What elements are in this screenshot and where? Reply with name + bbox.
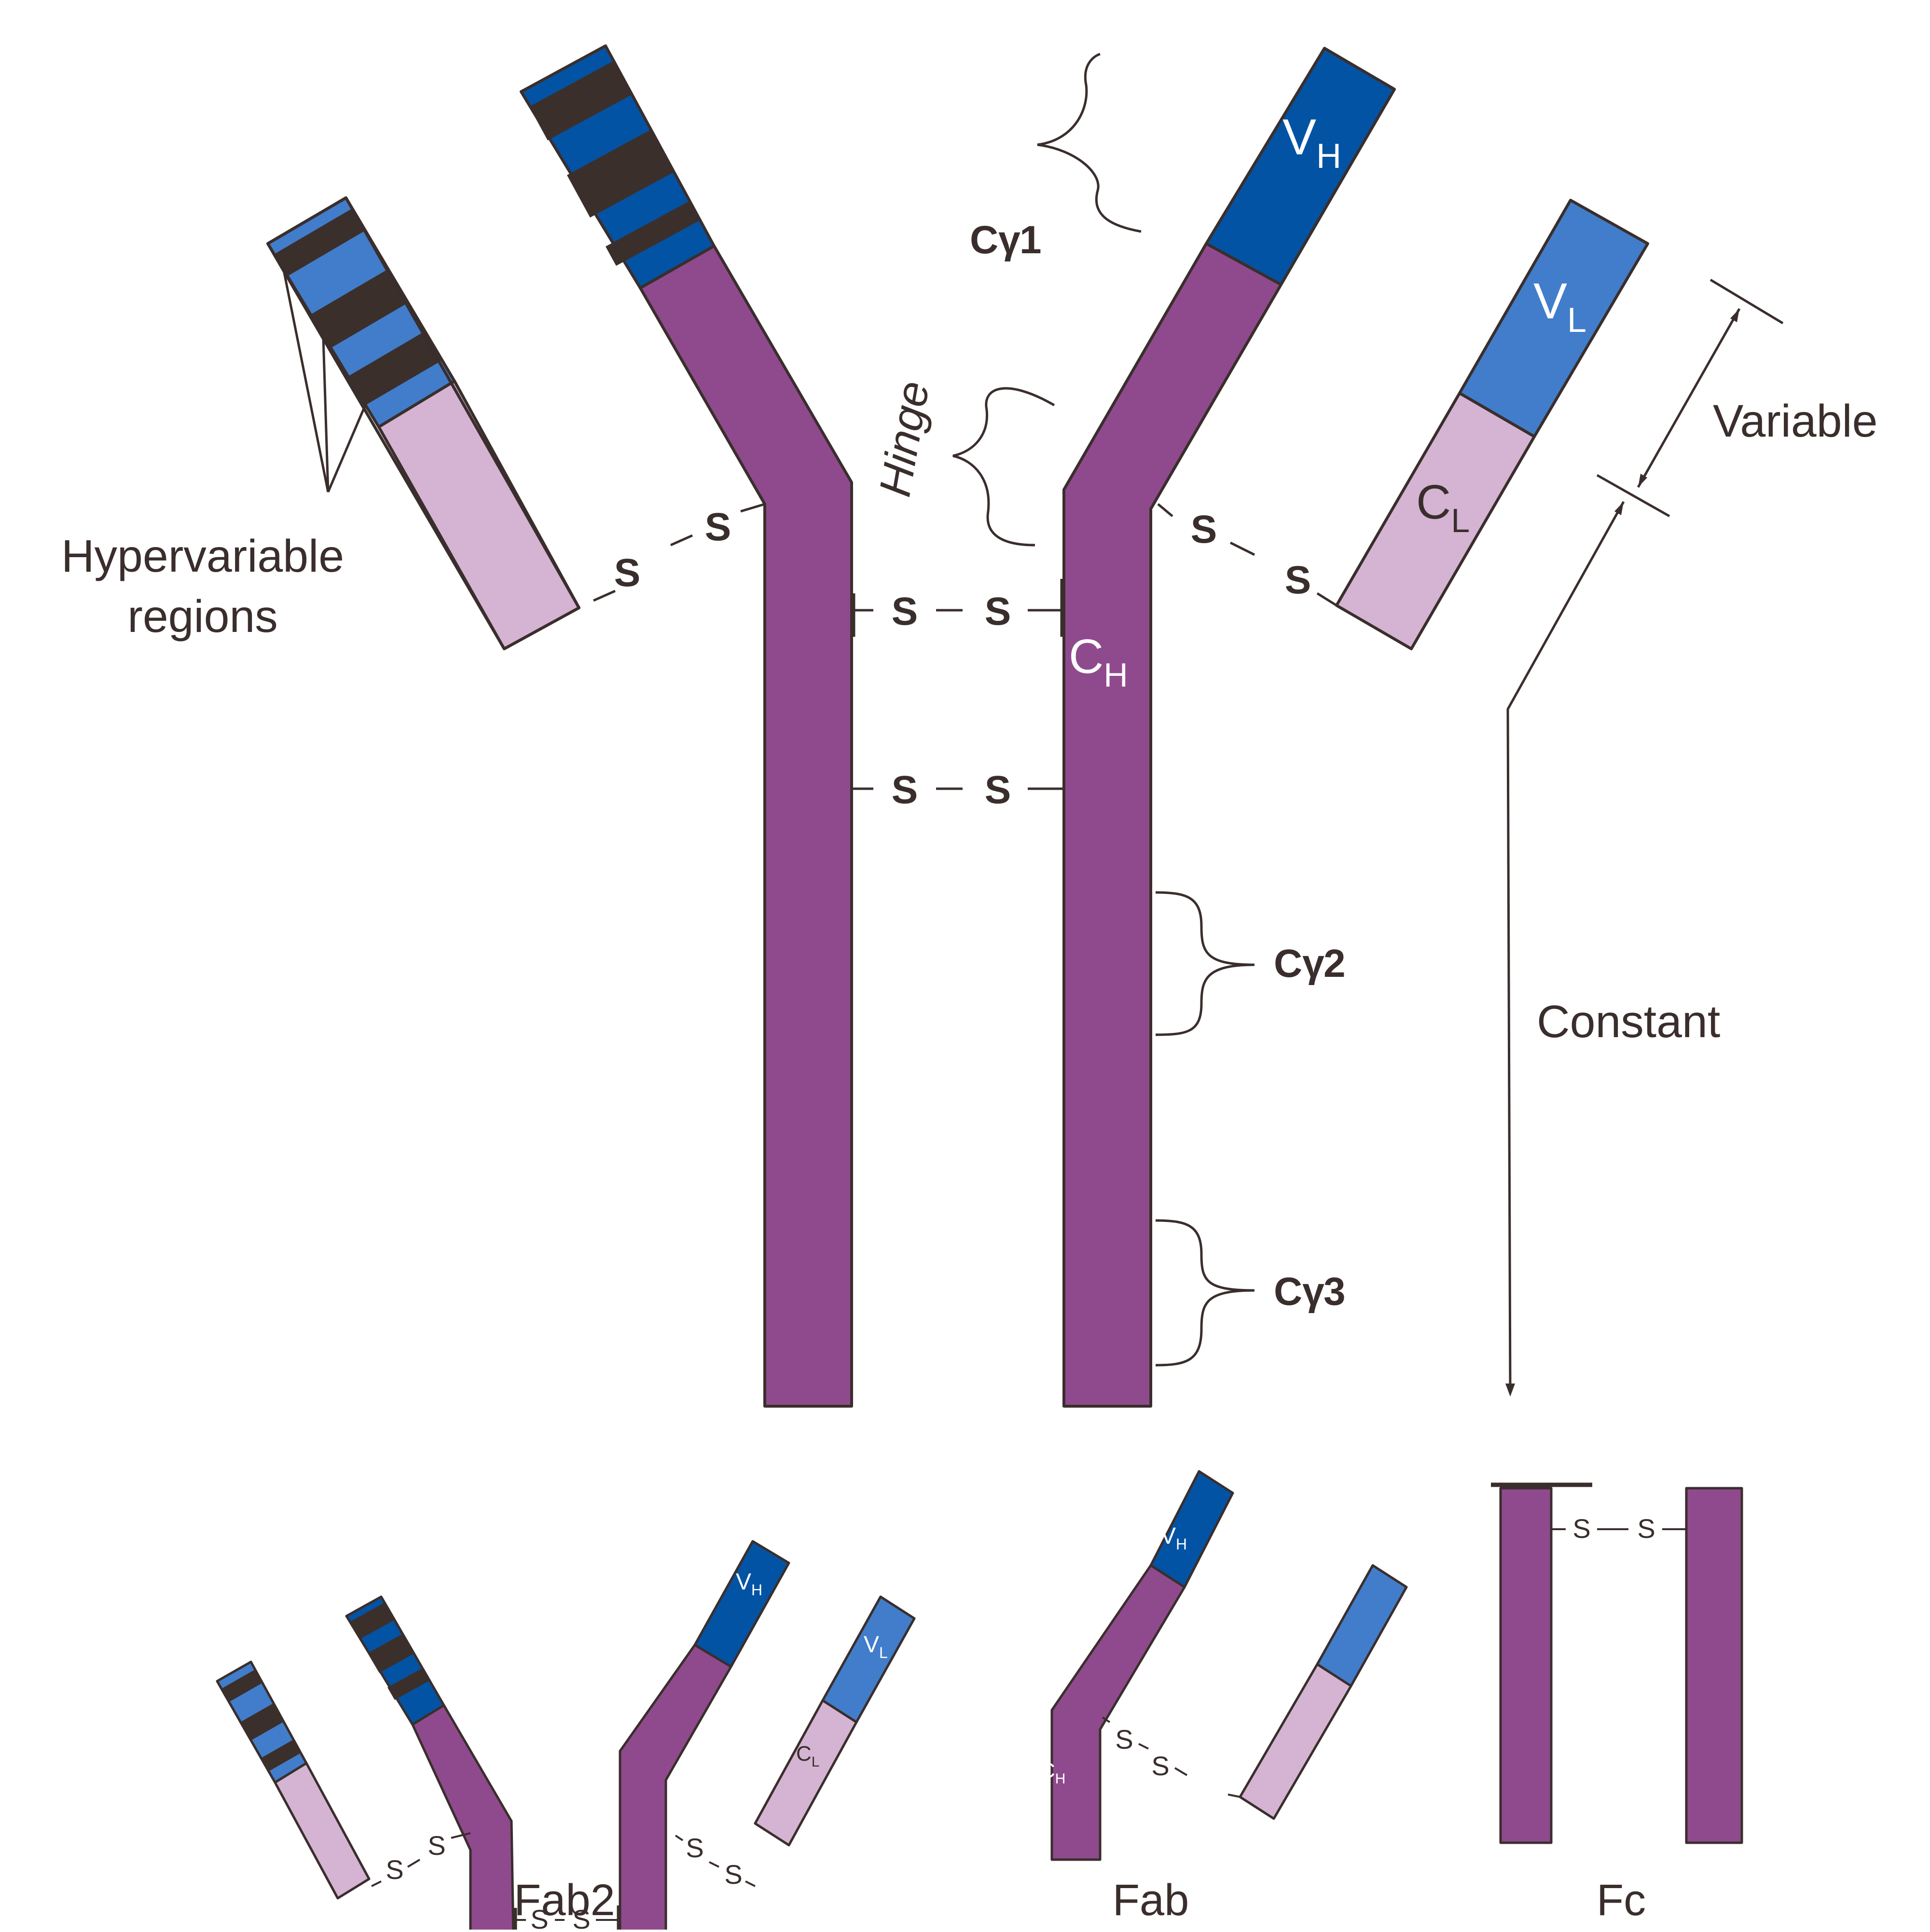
sulfur-hinge-1-left: S [892, 589, 918, 633]
fab2-sulfur-6: S [724, 1859, 742, 1890]
left-light-outline [266, 196, 580, 650]
fab2-right-heavy-variable [693, 1540, 790, 1668]
right-heavy-chain [1062, 47, 1396, 1408]
cg1-brace [1037, 53, 1142, 233]
fab-fragment [1050, 1470, 1408, 1861]
left-light-hv-band-2 [310, 269, 408, 349]
cg3-label-num: 3 [1323, 1270, 1346, 1314]
left-light-hv-band-1 [274, 208, 365, 276]
hinge-label: Hinge [870, 377, 938, 500]
fab2-sulfur-2: S [427, 1830, 445, 1861]
vl-label: VL [1533, 273, 1586, 340]
left-heavy-chain [520, 44, 853, 1408]
fab2-left-light-constant [274, 1762, 371, 1900]
left-light-chain [266, 196, 580, 650]
domain-arrows [1505, 278, 1784, 1397]
sulfur-hinge-1-right: S [985, 589, 1011, 633]
fab-heavy-constant [1050, 1564, 1186, 1861]
fc-fragment [1491, 1482, 1743, 1844]
cg2-label-num: 2 [1323, 942, 1346, 986]
fab-ch-label: CH [1040, 1759, 1065, 1787]
variable-arrow [1637, 308, 1741, 488]
hypervariable-pointer [282, 270, 367, 493]
fab2-sulfur-1: S [386, 1854, 403, 1885]
main-antibody [266, 44, 1784, 1408]
constant-label: Constant [1537, 996, 1720, 1047]
left-hypervariable-band-1 [529, 61, 632, 140]
cg3-label-main: Cγ [1274, 1270, 1324, 1314]
cg2-brace [1155, 891, 1255, 1036]
sulfur-right-light-2: S [1285, 558, 1311, 602]
right-heavy-constant [1062, 242, 1282, 1408]
fab2-left-heavy-constant [411, 1704, 515, 1932]
sulfur-left-light-2: S [705, 505, 731, 549]
sulfur-hinge-2-left: S [892, 768, 918, 812]
fab2-fragment [216, 1540, 916, 1932]
cg2-label-main: Cγ [1274, 942, 1324, 986]
cl-label: CL [1416, 475, 1470, 539]
fab-sulfur-2: S [1151, 1751, 1169, 1781]
fab2-label: Fab2 [514, 1876, 615, 1925]
fab-light-constant [1239, 1663, 1352, 1820]
ch-label: CH [1069, 630, 1128, 694]
fc-sulfur-2: S [1637, 1513, 1655, 1544]
fc-sulfur-1: S [1572, 1513, 1590, 1544]
vh-label: VH [1282, 109, 1341, 176]
cg1-label-main: Cγ [970, 218, 1020, 262]
fab-vl-label: VL [1305, 1598, 1329, 1628]
sulfur-left-light-1: S [614, 551, 641, 595]
fab-vh-label: VH [1160, 1523, 1187, 1553]
left-light-hv-band-3 [346, 331, 442, 406]
right-light-constant [1335, 392, 1536, 650]
fab2-right-heavy-constant [619, 1644, 732, 1932]
fab-sulfur-1: S [1115, 1724, 1133, 1754]
fab-label: Fab [1113, 1876, 1189, 1925]
variable-tick-bottom [1596, 474, 1670, 518]
fab-light-variable [1316, 1564, 1408, 1687]
text-labels: Hypervariable regions Hinge Cγ 1 Cγ 2 Cγ… [61, 109, 1878, 1932]
braces [952, 53, 1255, 1367]
variable-tick-top [1709, 278, 1784, 325]
fab2-sulfur-5: S [686, 1833, 703, 1863]
constant-arrow [1506, 501, 1625, 1392]
fab2-vh-label: VH [736, 1569, 762, 1599]
left-hypervariable-band-2 [567, 129, 675, 218]
fc-left-chain [1499, 1487, 1553, 1844]
left-light-constant [377, 380, 580, 650]
right-light-chain [1335, 199, 1649, 650]
right-heavy-variable [1205, 47, 1396, 286]
fab2-right-light-variable [821, 1595, 916, 1724]
fab2-right-light-constant [754, 1699, 858, 1847]
fab2-sulfur-3: S [530, 1904, 548, 1930]
sulfur-hinge-2-right: S [985, 768, 1011, 812]
fab2-cl-label: CL [796, 1742, 819, 1770]
left-hypervariable-band-3 [606, 201, 701, 266]
cg3-brace [1155, 1219, 1255, 1367]
disulfide-bonds-main [593, 503, 1337, 790]
fab2-sulfur-4: S [572, 1904, 590, 1930]
left-heavy-arm-constant [639, 245, 853, 1408]
fc-label: Fc [1597, 1876, 1646, 1925]
hypervariable-label-line1: Hypervariable [61, 531, 344, 582]
cg1-label-num: 1 [1020, 218, 1042, 262]
sulfur-right-light-1: S [1191, 507, 1217, 551]
variable-label: Variable [1713, 396, 1878, 447]
hinge-brace [952, 387, 1055, 547]
fc-right-chain [1685, 1487, 1743, 1844]
hypervariable-label-line2: regions [127, 591, 278, 642]
fab2-vl-label: VL [864, 1632, 888, 1661]
